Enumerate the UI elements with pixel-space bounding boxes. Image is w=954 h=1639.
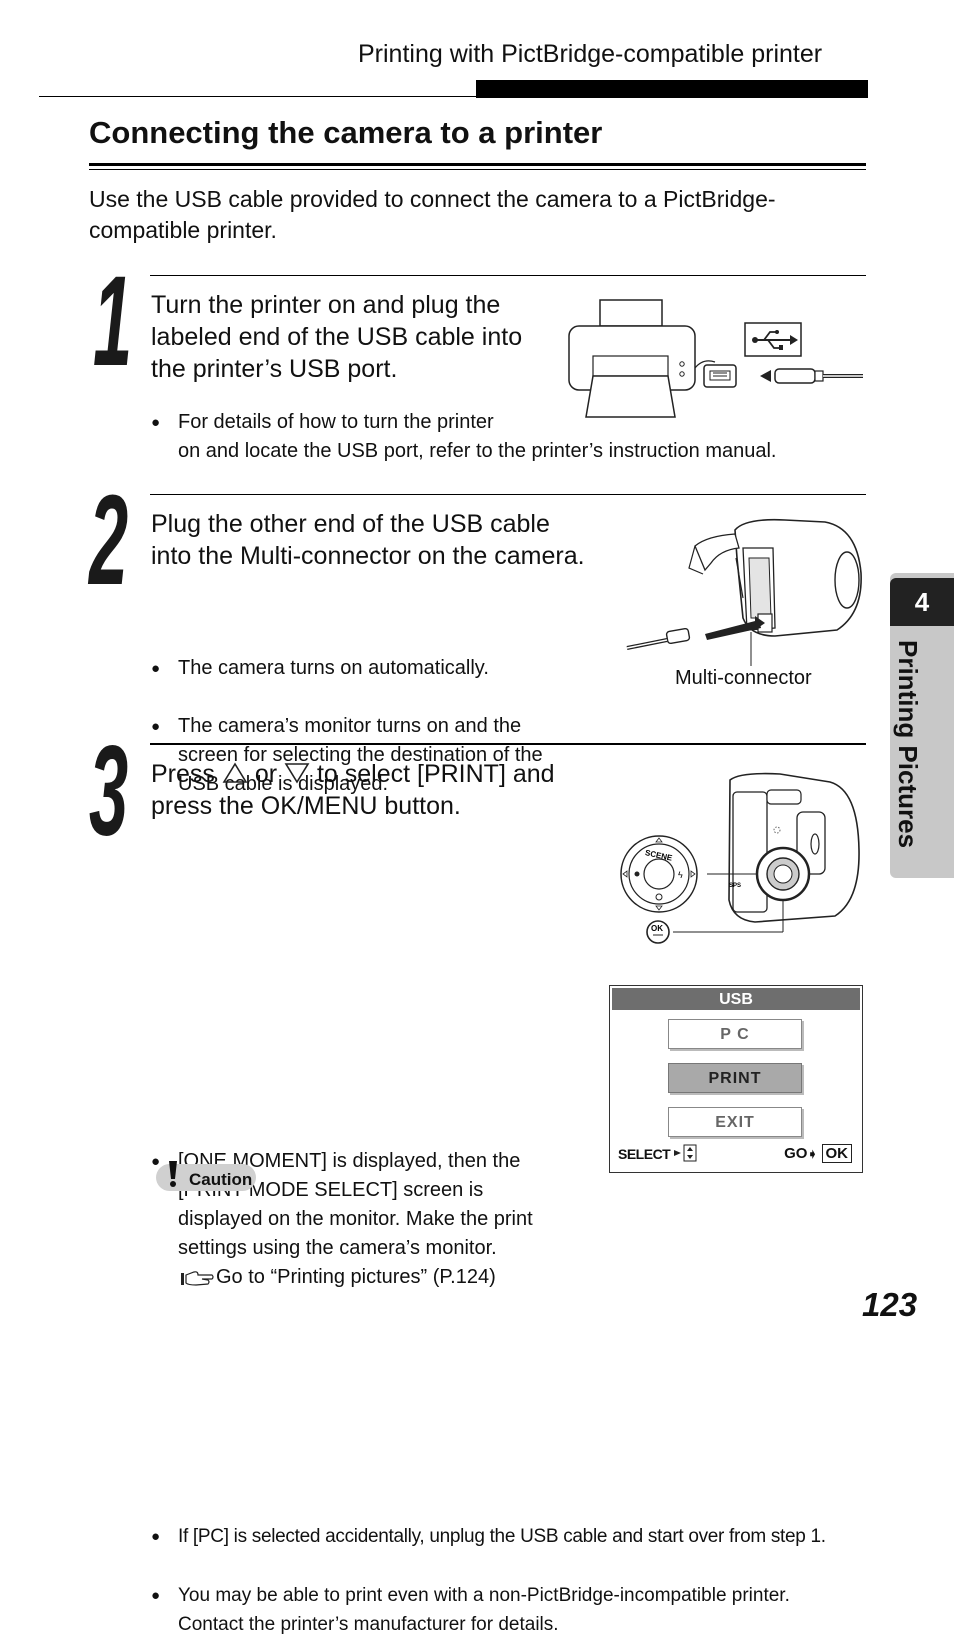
header-rule (39, 96, 477, 97)
go-hint: GO➧OK (784, 1144, 852, 1163)
step-3-bullet: [ONE MOMENT] is displayed, then the [PRI… (151, 1147, 608, 1292)
usb-icon (744, 322, 802, 357)
option-exit[interactable]: EXIT (668, 1107, 802, 1137)
chapter-number: 4 (890, 578, 954, 626)
title-rule-thin (89, 169, 866, 170)
running-header: Printing with PictBridge-compatible prin… (358, 40, 823, 68)
caution-label: Caution (189, 1170, 253, 1189)
usb-mode-screen: USB P C PRINT EXIT SELECT GO➧OK (609, 985, 863, 1173)
caution-icon (169, 1161, 177, 1187)
reference-icon (181, 1270, 214, 1286)
header-bar (476, 80, 868, 98)
option-print[interactable]: PRINT (668, 1063, 802, 1093)
multi-connector-label: Multi-connector (675, 667, 812, 689)
step-3-rule (150, 743, 866, 745)
step-2-bullet-2: The camera’s monitor turns on and the sc… (151, 712, 618, 799)
svg-text:ϟ: ϟ (678, 870, 683, 880)
camera-icon (626, 518, 862, 666)
select-hint: SELECT (618, 1144, 698, 1162)
down-arrow-icon (284, 763, 310, 784)
step-1-bullet: For details of how to turn the printer o… (151, 408, 878, 466)
caution-bullet-2: You may be able to print even with a non… (151, 1581, 898, 1639)
step-2-number: 2 (89, 469, 128, 612)
chapter-title: Printing Pictures (893, 640, 923, 849)
up-arrow-icon (222, 762, 248, 783)
camera-back-icon: SPS SCENE ϟ OK (620, 772, 860, 944)
step-1-rule (150, 275, 866, 276)
screen-title: USB (612, 988, 860, 1010)
svg-text:OK: OK (651, 924, 663, 933)
printer-icon (568, 299, 863, 418)
page-number: 123 (862, 1286, 918, 1323)
step-2-bullet-1: The camera turns on automatically. (151, 654, 618, 683)
section-title: Connecting the camera to a printer (89, 115, 603, 150)
reference-text: Go to “Printing pictures” (P.124) (216, 1266, 496, 1288)
step-2-rule (150, 494, 866, 495)
step-3-instruction: Press or to select [PRINT] and press the… (151, 760, 555, 820)
select-arrows-icon (673, 1144, 697, 1162)
svg-text:SPS: SPS (729, 883, 741, 889)
step-1-instruction: Turn the printer on and plug the labeled… (151, 291, 523, 383)
intro-paragraph: Use the USB cable provided to connect th… (89, 186, 776, 243)
step-1-number: 1 (93, 250, 132, 393)
step-3-number: 3 (89, 720, 128, 863)
caution-bullet-1: If [PC] is selected accidentally, unplug… (151, 1522, 908, 1551)
option-pc[interactable]: P C (668, 1019, 802, 1049)
step-2-instruction: Plug the other end of the USB cable into… (151, 510, 585, 570)
title-rule (89, 163, 866, 166)
